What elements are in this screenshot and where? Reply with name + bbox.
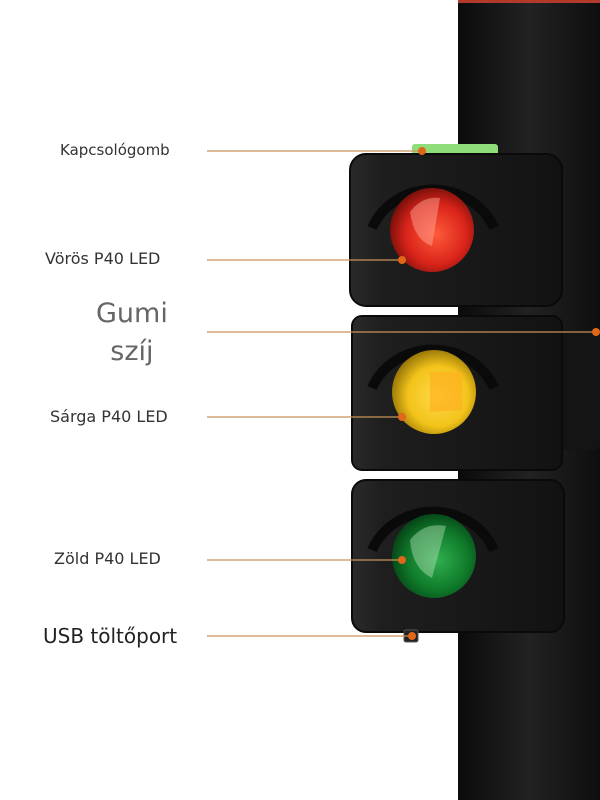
pole-top-accent — [458, 0, 600, 3]
red-lens-reflection — [410, 197, 440, 246]
green-visor — [367, 506, 499, 553]
label-red-led: Vörös P40 LED — [45, 249, 161, 268]
green-lens-reflection — [410, 525, 446, 578]
label-rubber-strap: Gumi szíj — [96, 295, 168, 371]
callout-dot-green — [398, 556, 406, 564]
callout-dot-switch — [418, 147, 426, 155]
callouts — [207, 150, 597, 637]
label-strap-line2: szíj — [110, 336, 154, 367]
callout-dot-red — [398, 256, 406, 264]
yellow-lens-reflection — [430, 372, 462, 412]
label-green-led: Zöld P40 LED — [54, 549, 161, 568]
yellow-visor — [367, 344, 499, 391]
label-strap-line1: Gumi — [96, 298, 168, 329]
label-switch-button: Kapcsológomb — [60, 141, 170, 159]
callout-dot-yellow — [398, 413, 406, 421]
label-usb-port: USB töltőport — [43, 624, 178, 648]
callout-dot-usb — [408, 632, 416, 640]
red-lens — [390, 188, 474, 272]
callout-dots — [398, 147, 600, 640]
green-lens — [392, 514, 476, 598]
label-yellow-led: Sárga P40 LED — [50, 407, 168, 426]
callout-dot-strap — [592, 328, 600, 336]
